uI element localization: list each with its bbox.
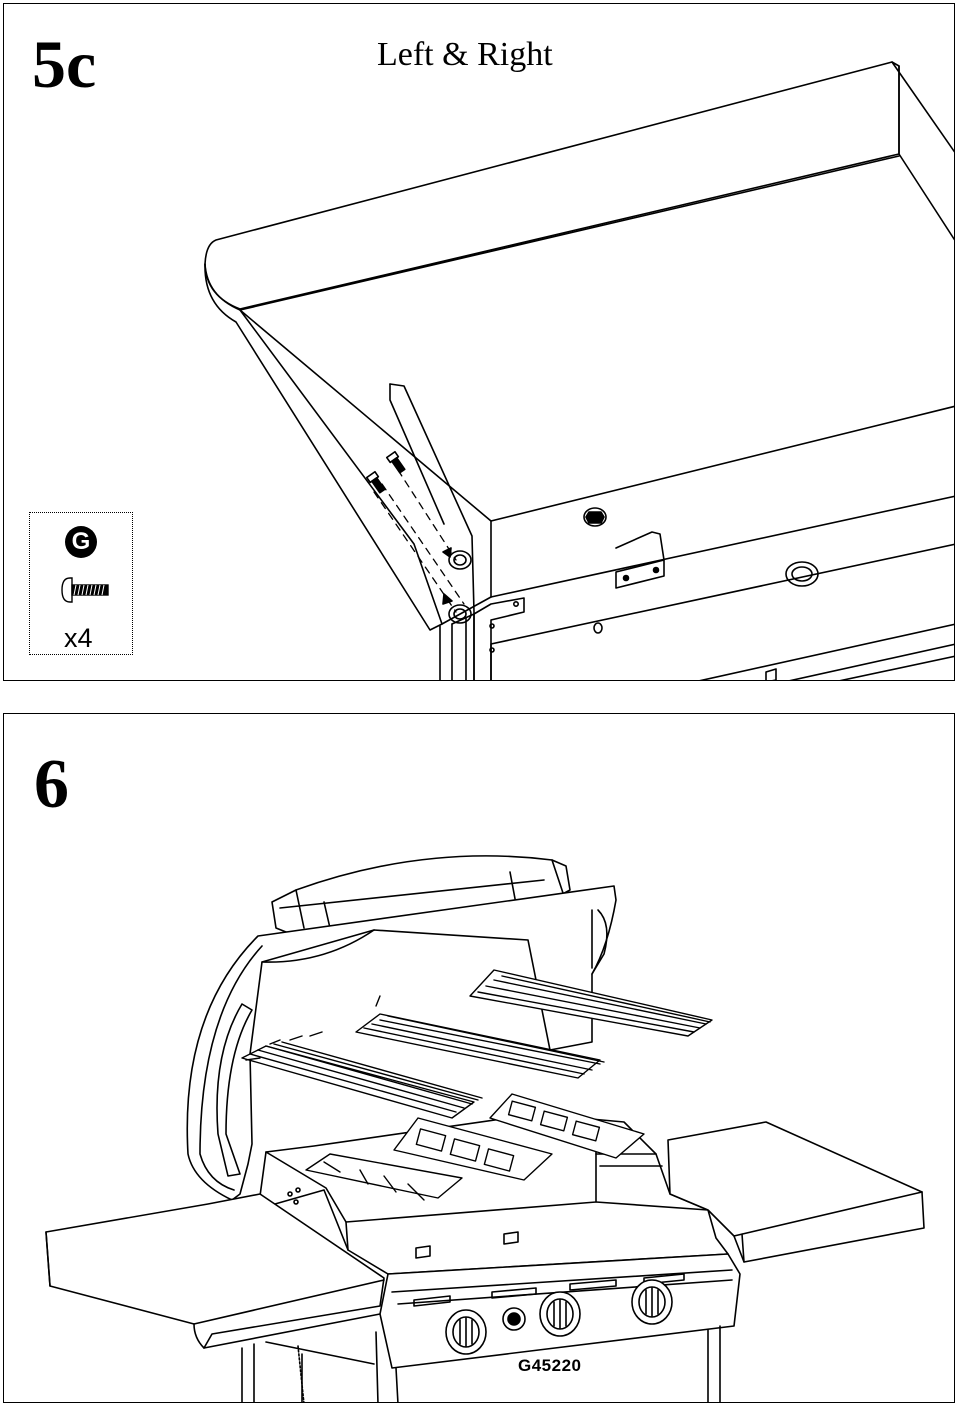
shelf-side-plate xyxy=(239,309,492,625)
burner-knob-center xyxy=(539,1291,581,1337)
cart-frame xyxy=(241,1325,721,1402)
side-shelf-left xyxy=(45,1193,385,1349)
grill-lid xyxy=(186,885,617,1201)
step-number: 5c xyxy=(32,26,97,102)
burner-knob-left xyxy=(445,1309,487,1355)
part-quantity: x4 xyxy=(64,623,93,653)
step-number: 6 xyxy=(34,746,69,823)
burner-knob-right xyxy=(631,1279,673,1325)
bolt-right xyxy=(385,450,406,474)
parts-callout: G x4 xyxy=(29,512,133,655)
grate-left xyxy=(241,1031,483,1119)
shelf-top xyxy=(204,61,900,310)
shelf-hinge xyxy=(615,531,665,589)
step-title: Left & Right xyxy=(377,36,553,73)
part-letter-badge: G xyxy=(65,526,97,558)
burner-left xyxy=(305,1153,463,1201)
bolt-left xyxy=(365,470,386,494)
mount-hole-upper xyxy=(448,550,472,570)
burner-right xyxy=(489,1093,645,1159)
step-5c-panel: 5c Left & Right xyxy=(3,3,955,681)
grill-illustration xyxy=(45,855,925,1402)
mount-hole-lower xyxy=(448,604,472,624)
shelf-right-face xyxy=(891,61,954,241)
ignition-button xyxy=(502,1307,526,1331)
grate-center xyxy=(355,995,605,1079)
side-shelf-illustration xyxy=(204,61,954,680)
grate-right xyxy=(469,969,713,1037)
burner-center xyxy=(393,1117,553,1181)
step-6-panel: 6 xyxy=(3,713,955,1403)
shelf-nut xyxy=(583,507,607,527)
model-number-label: G45220 xyxy=(518,1356,582,1375)
shelf-grommet xyxy=(785,561,819,587)
bolt-icon xyxy=(61,577,109,603)
